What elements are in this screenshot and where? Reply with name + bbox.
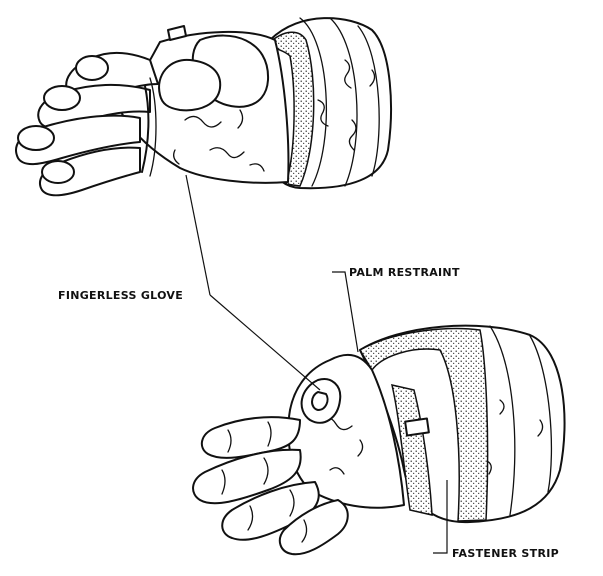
leader-lines xyxy=(185,174,448,554)
label-fingerless-glove: FINGERLESS GLOVE xyxy=(58,289,183,302)
label-fastener-strip: FASTENER STRIP xyxy=(452,547,559,560)
bottom-finger-1 xyxy=(200,416,301,459)
bottom-hand-illustration xyxy=(192,324,566,556)
label-palm-restraint: PALM RESTRAINT xyxy=(349,266,460,279)
bottom-finger-4 xyxy=(278,499,349,556)
top-stippled-band xyxy=(266,31,315,187)
palm-restraint-band xyxy=(358,327,489,522)
top-finger-4 xyxy=(39,146,141,197)
top-hand-illustration xyxy=(15,17,392,197)
top-thumb xyxy=(158,58,222,112)
bottom-finger-2 xyxy=(192,448,302,505)
